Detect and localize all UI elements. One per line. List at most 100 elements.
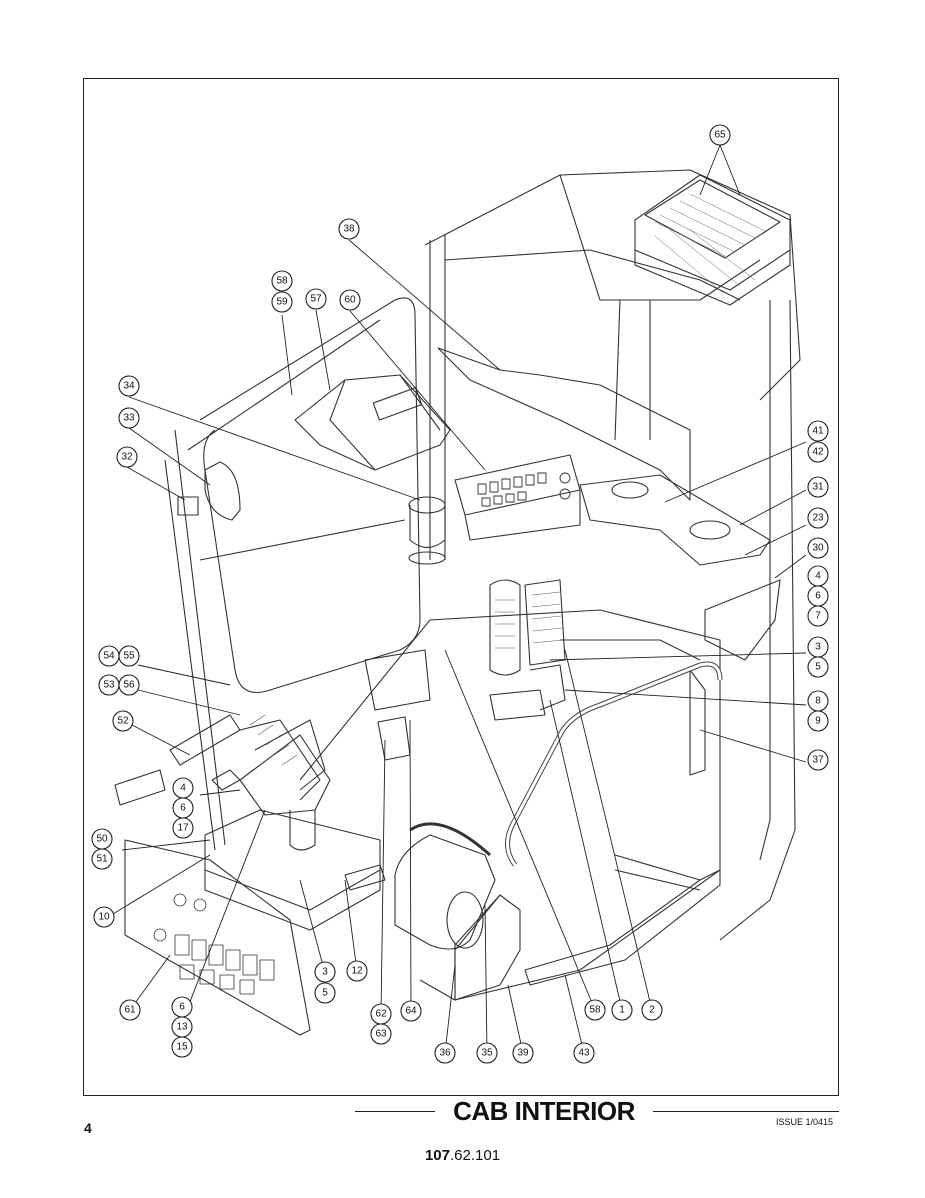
callout-c57: 57 bbox=[305, 288, 327, 310]
callout-c38: 38 bbox=[338, 218, 360, 240]
svg-text:53: 53 bbox=[103, 680, 115, 691]
svg-text:5: 5 bbox=[815, 662, 821, 673]
svg-text:50: 50 bbox=[96, 834, 108, 845]
callout-c7: 7 bbox=[807, 605, 829, 627]
svg-text:58: 58 bbox=[589, 1005, 601, 1016]
svg-text:57: 57 bbox=[310, 294, 322, 305]
callout-c58a: 58 bbox=[271, 270, 293, 292]
svg-text:12: 12 bbox=[351, 966, 363, 977]
callout-c55: 55 bbox=[118, 645, 140, 667]
callout-c36: 36 bbox=[434, 1042, 456, 1064]
svg-text:59: 59 bbox=[276, 297, 288, 308]
svg-text:3: 3 bbox=[322, 967, 328, 978]
svg-text:23: 23 bbox=[812, 513, 824, 524]
callout-c23: 23 bbox=[807, 507, 829, 529]
callout-c6b: 6 bbox=[172, 797, 194, 819]
svg-text:62: 62 bbox=[375, 1009, 387, 1020]
svg-text:3: 3 bbox=[815, 642, 821, 653]
document-number: 107.62.101 bbox=[0, 1147, 925, 1164]
callout-c31: 31 bbox=[807, 476, 829, 498]
svg-text:39: 39 bbox=[517, 1048, 529, 1059]
svg-text:32: 32 bbox=[121, 452, 133, 463]
svg-text:36: 36 bbox=[439, 1048, 451, 1059]
callout-c12: 12 bbox=[346, 960, 368, 982]
callout-c4b: 4 bbox=[172, 777, 194, 799]
svg-text:6: 6 bbox=[815, 591, 821, 602]
svg-text:8: 8 bbox=[815, 696, 821, 707]
svg-text:34: 34 bbox=[123, 381, 135, 392]
callout-c61: 61 bbox=[119, 999, 141, 1021]
callout-c37: 37 bbox=[807, 749, 829, 771]
svg-text:37: 37 bbox=[812, 755, 824, 766]
svg-text:58: 58 bbox=[276, 276, 288, 287]
callout-c39: 39 bbox=[512, 1042, 534, 1064]
svg-text:5: 5 bbox=[322, 988, 328, 999]
svg-text:38: 38 bbox=[343, 224, 355, 235]
callout-c59: 59 bbox=[271, 291, 293, 313]
svg-text:2: 2 bbox=[649, 1005, 655, 1016]
svg-text:30: 30 bbox=[812, 543, 824, 554]
svg-text:61: 61 bbox=[124, 1005, 136, 1016]
callout-c15: 15 bbox=[171, 1036, 193, 1058]
callout-c5a: 5 bbox=[807, 656, 829, 678]
callout-c9: 9 bbox=[807, 710, 829, 732]
svg-text:17: 17 bbox=[177, 823, 189, 834]
callout-c43: 43 bbox=[573, 1042, 595, 1064]
page-title: CAB INTERIOR bbox=[453, 1096, 635, 1126]
svg-text:31: 31 bbox=[812, 482, 824, 493]
callout-c3a: 3 bbox=[807, 636, 829, 658]
callout-c41: 41 bbox=[807, 420, 829, 442]
svg-text:56: 56 bbox=[123, 680, 135, 691]
svg-text:41: 41 bbox=[812, 426, 824, 437]
callout-c8: 8 bbox=[807, 690, 829, 712]
callout-c54: 54 bbox=[98, 645, 120, 667]
svg-text:33: 33 bbox=[123, 413, 135, 424]
callout-c5b: 5 bbox=[314, 982, 336, 1004]
callout-c52: 52 bbox=[112, 710, 134, 732]
svg-text:52: 52 bbox=[117, 716, 129, 727]
callout-c56: 56 bbox=[118, 674, 140, 696]
callout-c50: 50 bbox=[91, 828, 113, 850]
drawing-linework bbox=[114, 169, 801, 1036]
callout-group: 65 38 58 59 57 60 34 33 32 41 42 31 23 3… bbox=[91, 124, 829, 1064]
callout-c35: 35 bbox=[476, 1042, 498, 1064]
callout-c10: 10 bbox=[93, 906, 115, 928]
svg-text:13: 13 bbox=[176, 1022, 188, 1033]
callout-c51: 51 bbox=[91, 848, 113, 870]
svg-text:6: 6 bbox=[179, 1002, 185, 1013]
callout-c13: 13 bbox=[171, 1016, 193, 1038]
callout-c64: 64 bbox=[400, 1000, 422, 1022]
callout-c6c: 6 bbox=[171, 996, 193, 1018]
svg-text:51: 51 bbox=[96, 854, 108, 865]
callout-c4a: 4 bbox=[807, 565, 829, 587]
svg-text:54: 54 bbox=[103, 651, 115, 662]
title-rule-right bbox=[653, 1111, 839, 1112]
drawing-frame bbox=[83, 78, 839, 1096]
callout-c6a: 6 bbox=[807, 585, 829, 607]
callout-c60: 60 bbox=[339, 289, 361, 311]
callout-c58b: 58 bbox=[584, 999, 606, 1021]
callout-c62: 62 bbox=[370, 1003, 392, 1025]
svg-text:42: 42 bbox=[812, 447, 824, 458]
document-number-rest: .62.101 bbox=[449, 1147, 501, 1164]
title-rule-left bbox=[355, 1111, 435, 1112]
svg-text:63: 63 bbox=[375, 1029, 387, 1040]
title-bar: CAB INTERIOR bbox=[83, 1096, 839, 1126]
issue-label: ISSUE 1/0415 bbox=[776, 1117, 834, 1127]
svg-text:55: 55 bbox=[123, 651, 135, 662]
callout-c2: 2 bbox=[641, 999, 663, 1021]
svg-text:60: 60 bbox=[344, 295, 356, 306]
callout-c63: 63 bbox=[370, 1023, 392, 1045]
svg-text:10: 10 bbox=[98, 912, 110, 923]
page-number: 4 bbox=[84, 1120, 92, 1136]
svg-text:65: 65 bbox=[714, 130, 726, 141]
svg-text:6: 6 bbox=[180, 803, 186, 814]
svg-text:15: 15 bbox=[176, 1042, 188, 1053]
callout-c30: 30 bbox=[807, 537, 829, 559]
callout-c42: 42 bbox=[807, 441, 829, 463]
callout-c33: 33 bbox=[118, 407, 140, 429]
svg-text:9: 9 bbox=[815, 716, 821, 727]
svg-text:4: 4 bbox=[815, 571, 821, 582]
svg-text:64: 64 bbox=[405, 1006, 417, 1017]
callout-c65: 65 bbox=[709, 124, 731, 146]
